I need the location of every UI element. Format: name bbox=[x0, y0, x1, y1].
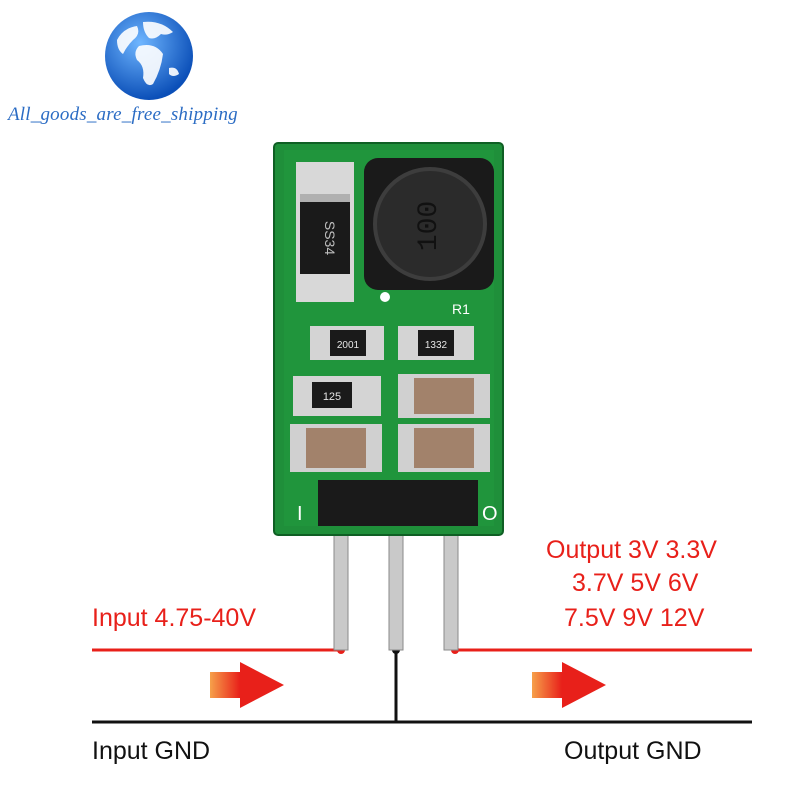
resistor-1332: 1332 bbox=[398, 326, 474, 360]
pin-label-in: I bbox=[297, 503, 303, 525]
resistor-2001: 2001 bbox=[310, 326, 384, 360]
pin-header bbox=[318, 480, 478, 526]
capacitor-top-right bbox=[398, 374, 490, 418]
inductor-marking: 100 bbox=[414, 201, 445, 251]
r1-label: R1 bbox=[452, 301, 470, 317]
output-arrow-icon bbox=[532, 662, 606, 708]
svg-text:125: 125 bbox=[323, 391, 341, 403]
inductor: 100 bbox=[364, 158, 494, 290]
resistor-125: 125 bbox=[293, 376, 381, 416]
diode-ss34: SS34 bbox=[296, 162, 354, 302]
capacitor-bottom-right bbox=[398, 424, 490, 472]
output-gnd-label: Output GND bbox=[564, 737, 702, 765]
pin-label-out: O bbox=[482, 503, 498, 525]
input-gnd-label: Input GND bbox=[92, 737, 211, 765]
input-arrow-icon bbox=[210, 662, 284, 708]
output-voltage-line-2: 3.7V 5V 6V bbox=[572, 569, 699, 597]
output-voltage-line-3: 7.5V 9V 12V bbox=[564, 604, 705, 632]
output-voltage-line-1: Output 3V 3.3V bbox=[546, 536, 717, 564]
globe-icon bbox=[105, 12, 193, 100]
watermark-text: All_goods_are_free_shipping bbox=[8, 104, 238, 125]
diode-marking: SS34 bbox=[322, 221, 338, 255]
capacitor-bottom-left bbox=[290, 424, 382, 472]
svg-text:2001: 2001 bbox=[337, 340, 360, 351]
svg-text:1332: 1332 bbox=[425, 340, 448, 351]
input-voltage-label: Input 4.75-40V bbox=[92, 604, 257, 632]
